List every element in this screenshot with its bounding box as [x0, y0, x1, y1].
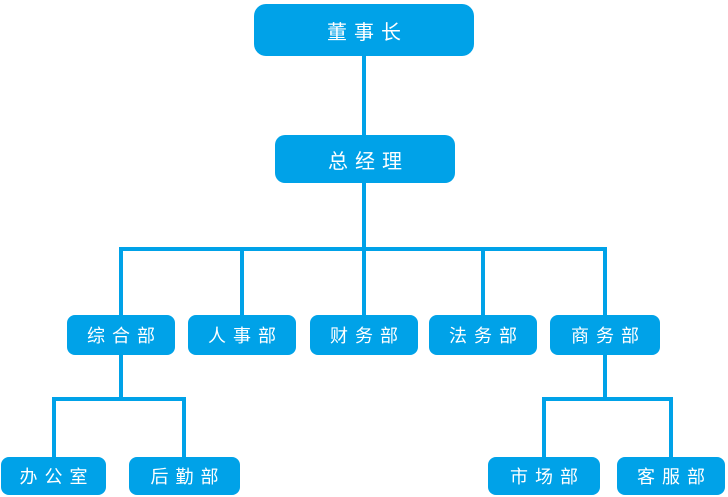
- org-node-finance-dept[interactable]: 财务部: [310, 315, 418, 355]
- org-node-marketing-dept[interactable]: 市场部: [488, 457, 600, 495]
- connector-general-dept-bus: [52, 397, 186, 401]
- connector-level3-bus: [119, 247, 607, 251]
- connector-general-dept-to-bus: [119, 355, 123, 397]
- org-node-customer-service-dept[interactable]: 客服部: [617, 457, 725, 495]
- connector-drop-legal-dept: [481, 251, 485, 315]
- org-node-business-dept[interactable]: 商务部: [550, 315, 660, 355]
- org-node-legal-dept[interactable]: 法务部: [429, 315, 537, 355]
- org-node-office[interactable]: 办公室: [1, 457, 106, 495]
- connector-business-dept-bus: [542, 397, 673, 401]
- connector-drop-general-dept: [119, 251, 123, 315]
- connector-drop-customer-service: [669, 401, 673, 457]
- connector-gm-to-bus: [362, 183, 366, 247]
- connector-drop-finance-dept: [362, 251, 366, 315]
- connector-drop-office: [52, 401, 56, 457]
- connector-chairman-to-gm: [362, 56, 366, 135]
- org-node-general-dept[interactable]: 综合部: [67, 315, 175, 355]
- org-node-general-manager[interactable]: 总经理: [275, 135, 455, 183]
- org-node-logistics-dept[interactable]: 后勤部: [129, 457, 240, 495]
- connector-business-dept-to-bus: [603, 355, 607, 397]
- org-node-hr-dept[interactable]: 人事部: [188, 315, 296, 355]
- connector-drop-business-dept: [603, 251, 607, 315]
- org-node-chairman[interactable]: 董事长: [254, 4, 474, 56]
- connector-drop-marketing-dept: [542, 401, 546, 457]
- connector-drop-hr-dept: [240, 251, 244, 315]
- connector-drop-logistics-dept: [182, 401, 186, 457]
